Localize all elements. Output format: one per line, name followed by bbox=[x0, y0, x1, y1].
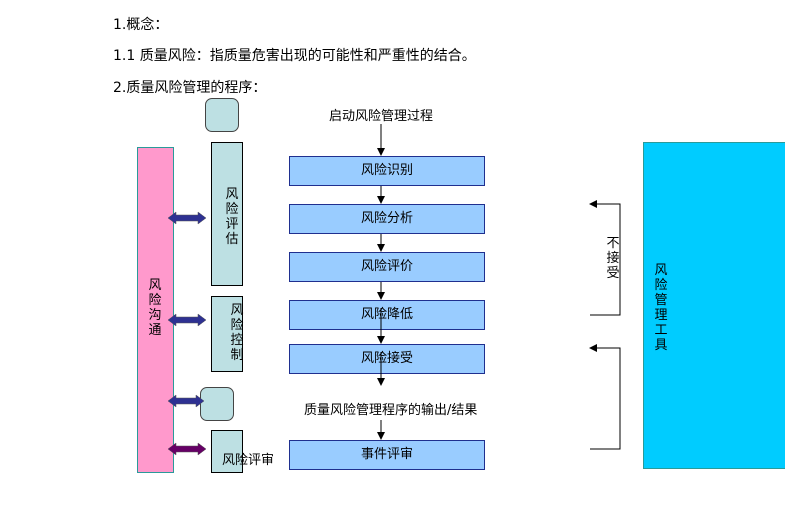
feedback-loops bbox=[589, 200, 621, 450]
risk-communication-bar: 风险沟通 bbox=[137, 147, 174, 473]
rounded-box-top bbox=[205, 98, 239, 132]
not-accept-loop bbox=[589, 200, 621, 316]
accept-loop bbox=[589, 344, 621, 450]
risk-review-box bbox=[211, 430, 243, 473]
risk-control-box: 风险控制 bbox=[211, 296, 244, 372]
step-event-review: 事件评审 bbox=[289, 440, 485, 470]
not-accept-label: 不接受 bbox=[606, 236, 620, 281]
rounded-box-middle bbox=[200, 387, 234, 421]
step-risk-evaluation: 风险评价 bbox=[289, 252, 485, 282]
step-risk-reduction: 风险降低 bbox=[289, 300, 485, 330]
risk-management-tools-bar: 风险管理工具 bbox=[643, 142, 785, 469]
risk-control-label: 风险控制 bbox=[230, 303, 244, 363]
step-risk-analysis: 风险分析 bbox=[289, 204, 485, 234]
risk-communication-label: 风险沟通 bbox=[148, 278, 162, 338]
double-arrow-review bbox=[167, 442, 207, 456]
output-label: 质量风险管理程序的输出/结果 bbox=[304, 403, 478, 418]
double-arrow-control bbox=[167, 313, 207, 327]
heading-concept: 1.概念： bbox=[113, 17, 169, 33]
risk-management-tools-label: 风险管理工具 bbox=[654, 263, 668, 353]
heading-procedure: 2.质量风险管理的程序： bbox=[113, 80, 267, 96]
quality-risk-definition: 1.1 质量风险：指质量危害出现的可能性和严重性的结合。 bbox=[113, 48, 476, 64]
start-label: 启动风险管理过程 bbox=[329, 109, 434, 124]
risk-review-label: 风险评审 bbox=[222, 453, 275, 468]
step-risk-acceptance: 风险接受 bbox=[289, 344, 485, 374]
risk-assessment-box: 风险评估 bbox=[211, 142, 243, 286]
double-arrow-assessment bbox=[167, 211, 207, 225]
step-risk-identification: 风险识别 bbox=[289, 156, 485, 186]
risk-assessment-label: 风险评估 bbox=[225, 187, 239, 247]
double-arrow-middle bbox=[167, 394, 205, 408]
